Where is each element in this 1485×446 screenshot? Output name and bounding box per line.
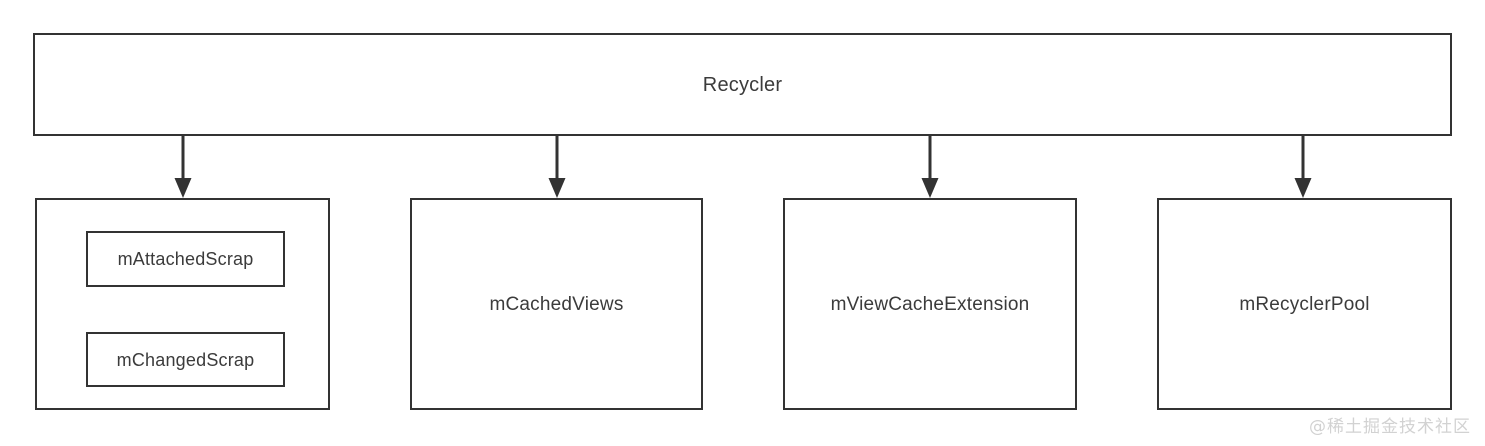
node-mchangedscrap-label: mChangedScrap	[116, 349, 255, 370]
node-mcachedviews-label: mCachedViews	[489, 293, 624, 315]
node-mcachedviews: mCachedViews	[410, 198, 703, 410]
node-scrap-container: mAttachedScrap mChangedScrap	[35, 198, 330, 410]
node-mchangedscrap: mChangedScrap	[86, 332, 285, 387]
node-recycler: Recycler	[33, 33, 1452, 136]
node-mattachedscrap-label: mAttachedScrap	[117, 249, 254, 269]
node-mviewcacheextension: mViewCacheExtension	[783, 198, 1077, 410]
node-mattachedscrap: mAttachedScrap	[86, 231, 285, 287]
arrow-to-view-cache-extension	[918, 136, 942, 199]
watermark: @稀土掘金技术社区	[1309, 417, 1471, 437]
arrow-to-scrap-container	[171, 136, 195, 199]
node-mrecyclerpool: mRecyclerPool	[1157, 198, 1452, 410]
node-recycler-label: Recycler	[702, 73, 783, 96]
node-mrecyclerpool-label: mRecyclerPool	[1239, 293, 1370, 315]
arrow-to-recycler-pool	[1291, 136, 1315, 199]
node-mviewcacheextension-label: mViewCacheExtension	[830, 293, 1030, 315]
arrow-to-cached-views	[545, 136, 569, 199]
